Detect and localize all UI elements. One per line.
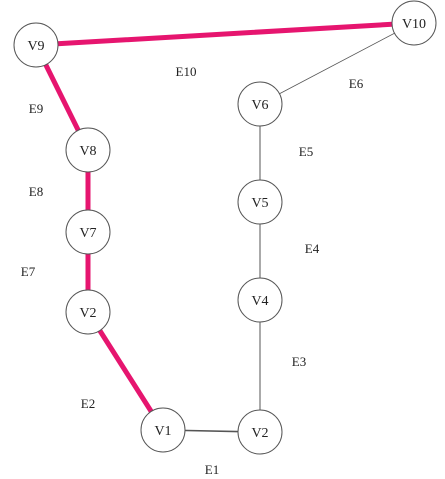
edge-e6-label: E6 xyxy=(349,76,364,91)
edge-e1-label: E1 xyxy=(205,462,219,477)
edge-e6-line xyxy=(259,22,415,105)
edge-e2-line xyxy=(85,309,166,433)
node-v2-right: V2 xyxy=(237,409,283,455)
edge-e7-label: E7 xyxy=(21,264,36,279)
node-v7: V7 xyxy=(65,209,111,255)
nodes: V9 V10 V6 V8 V5 V7 V4 V2 xyxy=(13,0,437,455)
node-v9-label: V9 xyxy=(27,39,44,54)
node-v4-circle xyxy=(237,277,283,323)
node-v6-label: V6 xyxy=(251,98,268,113)
node-v10-circle xyxy=(391,0,437,46)
edge-e5-label: E5 xyxy=(299,144,313,159)
node-v1: V1 xyxy=(140,407,186,453)
node-v10: V10 xyxy=(391,0,437,46)
node-v5: V5 xyxy=(237,179,283,225)
edge-e3-label: E3 xyxy=(292,354,306,369)
node-v1-label: V1 xyxy=(154,424,171,439)
node-v9-circle xyxy=(13,22,59,68)
edge-labels: E10 E9 E8 E7 E2 E1 E3 E4 E5 E6 xyxy=(21,64,364,477)
normal-edges xyxy=(162,22,415,433)
node-v7-label: V7 xyxy=(79,226,96,241)
node-v2-left-label: V2 xyxy=(79,306,96,321)
node-v8-circle xyxy=(65,127,111,173)
edge-e10-label: E10 xyxy=(176,64,197,79)
node-v10-label: V10 xyxy=(402,17,426,32)
node-v1-circle xyxy=(140,407,186,453)
node-v2-left: V2 xyxy=(65,289,111,335)
node-v6-circle xyxy=(237,81,283,127)
node-v4: V4 xyxy=(237,277,283,323)
node-v5-circle xyxy=(237,179,283,225)
edge-e10-line xyxy=(33,20,417,48)
node-v2-right-circle xyxy=(237,409,283,455)
edge-e4-label: E4 xyxy=(305,241,320,256)
node-v7-circle xyxy=(65,209,111,255)
node-v2-right-label: V2 xyxy=(251,426,268,441)
node-v5-label: V5 xyxy=(251,196,268,211)
edge-e8-label: E8 xyxy=(29,184,43,199)
node-v2-left-circle xyxy=(65,289,111,335)
node-v8-label: V8 xyxy=(79,144,96,159)
node-v6: V6 xyxy=(237,81,283,127)
node-v8: V8 xyxy=(65,127,111,173)
node-v9: V9 xyxy=(13,22,59,68)
edge-e2-label: E2 xyxy=(81,396,95,411)
edge-e9-label: E9 xyxy=(29,101,43,116)
node-v4-label: V4 xyxy=(251,294,268,309)
